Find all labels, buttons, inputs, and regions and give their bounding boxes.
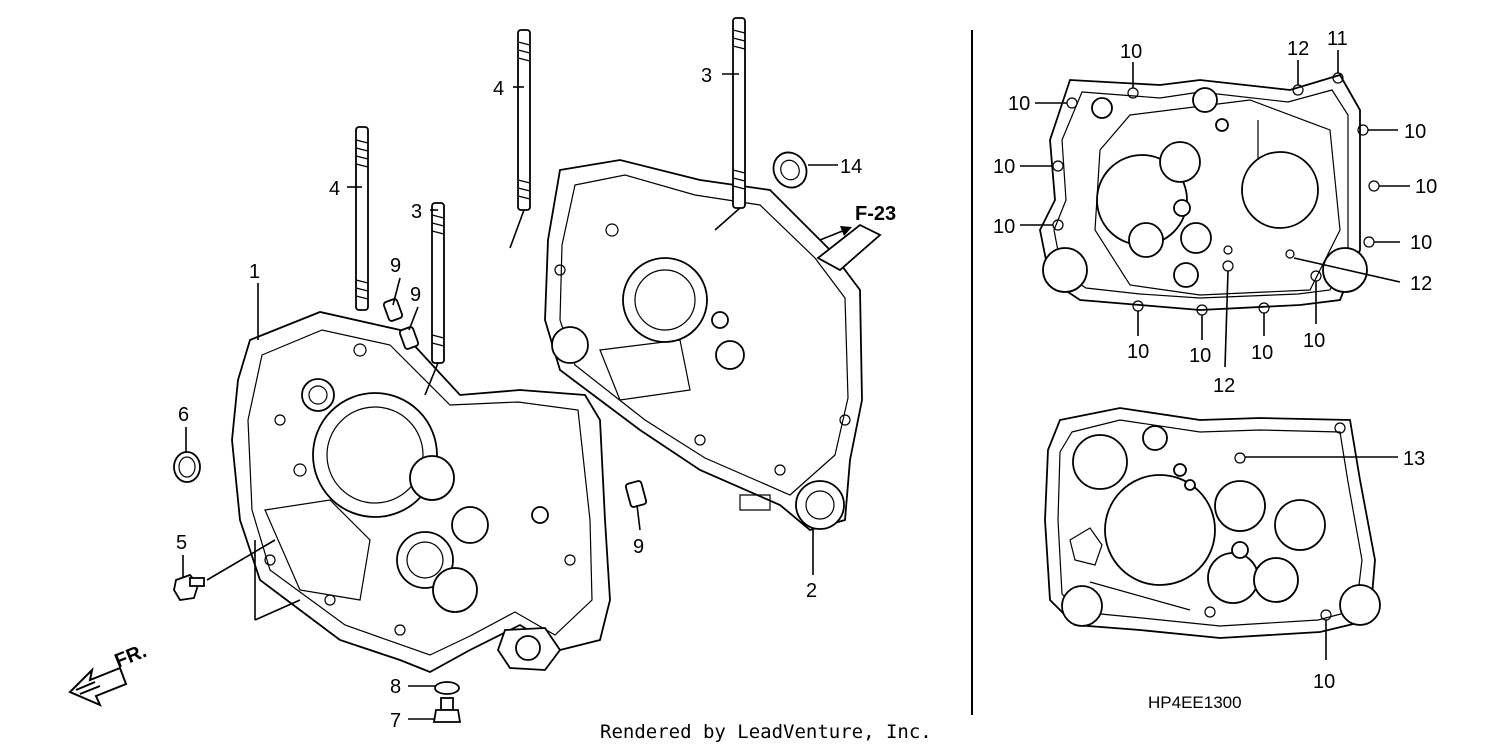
callout-4-right: 4	[493, 78, 504, 100]
gasket-bottom-view	[1044, 407, 1381, 639]
dowel-pin-9a	[382, 298, 404, 322]
callout-10-top-a: 10	[1120, 41, 1142, 63]
callout-13: 13	[1403, 448, 1425, 470]
front-arrow	[68, 666, 128, 707]
callout-12-right: 12	[1410, 273, 1432, 295]
callout-6: 6	[178, 404, 189, 426]
left-leaders	[182, 73, 838, 720]
callout-5: 5	[176, 532, 187, 554]
right-crankcase	[544, 159, 882, 531]
stud-3-left	[431, 202, 445, 364]
washer-8	[434, 681, 460, 695]
o-ring-6	[173, 451, 201, 483]
stud-4-right	[517, 29, 531, 211]
ref-arrow-head	[840, 226, 852, 236]
drain-bolt-7	[432, 697, 462, 723]
callout-10-top-f: 10	[1189, 345, 1211, 367]
callout-10-top-h: 10	[1303, 330, 1325, 352]
gasket-bottom-leaders	[1245, 456, 1398, 660]
callout-9c: 9	[633, 536, 644, 558]
oil-seal-14	[772, 151, 808, 189]
callout-2: 2	[806, 580, 817, 602]
callout-10-top-c: 10	[993, 156, 1015, 178]
gasket-top-leaders	[1020, 50, 1410, 368]
callout-9b: 9	[410, 284, 421, 306]
ref-label: F-23	[855, 203, 896, 225]
callout-10-bottom: 10	[1313, 671, 1335, 693]
stud-4-left	[355, 126, 369, 311]
diagram-code: HP4EE1300	[1148, 693, 1242, 712]
callout-10-top-k: 10	[1404, 121, 1426, 143]
callout-9a: 9	[390, 255, 401, 277]
callout-4-left: 4	[329, 178, 340, 200]
callout-10-top-d: 10	[993, 216, 1015, 238]
callout-12-top: 12	[1287, 38, 1309, 60]
callout-12-bottom: 12	[1213, 375, 1235, 397]
callout-3-right: 3	[701, 65, 712, 87]
callout-10-top-g: 10	[1251, 342, 1273, 364]
front-label: FR.	[112, 640, 150, 672]
callout-10-top-e: 10	[1127, 341, 1149, 363]
gasket-top-view	[1039, 72, 1380, 316]
callout-7: 7	[390, 710, 401, 732]
callout-3-left: 3	[411, 201, 422, 223]
left-crankcase	[231, 311, 611, 673]
callout-10-top-j: 10	[1415, 176, 1437, 198]
callout-14: 14	[840, 156, 862, 178]
dowel-pin-9c	[624, 480, 648, 508]
render-credit: Rendered by LeadVenture, Inc.	[600, 721, 932, 743]
stud-3-right	[732, 17, 746, 209]
callout-1: 1	[249, 261, 260, 283]
bolt-5	[173, 573, 205, 601]
callout-8: 8	[390, 676, 401, 698]
callout-10-top-b: 10	[1008, 93, 1030, 115]
callout-11: 11	[1327, 28, 1348, 50]
dowel-pin-9b	[398, 326, 420, 350]
callout-10-top-i: 10	[1410, 232, 1432, 254]
